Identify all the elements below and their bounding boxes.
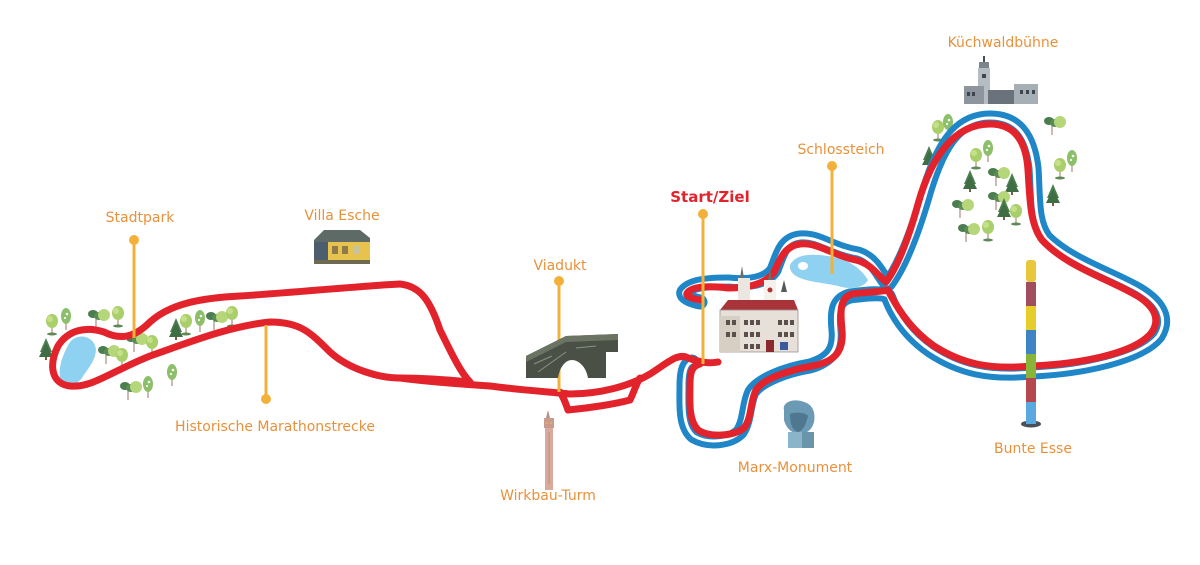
- pin-historische-marathonstrecke: [261, 325, 271, 404]
- label-viadukt: Viadukt: [533, 258, 587, 274]
- label-kuechwaldbuehne: Küchwaldbühne: [948, 35, 1059, 51]
- label-marx-monument: Marx-Monument: [738, 460, 853, 476]
- tower-icon: [544, 410, 554, 490]
- label-villa-esche: Villa Esche: [304, 208, 379, 224]
- label-bunte-esse: Bunte Esse: [994, 441, 1072, 457]
- label-historische-marathonstrecke: Historische Marathonstrecke: [175, 419, 375, 435]
- town-hall-icon: [719, 266, 799, 353]
- label-start-ziel: Start/Ziel: [670, 188, 749, 206]
- stadtpark-lake: [59, 336, 96, 385]
- pin-schlossteich: [827, 161, 837, 274]
- route-red: [49, 120, 1160, 439]
- villa-building-icon: [314, 230, 370, 264]
- colorful-chimney-icon: [1021, 260, 1041, 428]
- pin-start-ziel: [698, 209, 708, 364]
- schlossteich-lake: [789, 254, 868, 288]
- monument-head-icon: [783, 400, 815, 448]
- stage-building-icon: [964, 56, 1038, 104]
- label-stadtpark: Stadtpark: [106, 210, 176, 226]
- label-schlossteich: Schlossteich: [797, 142, 884, 158]
- pin-stadtpark: [129, 235, 139, 338]
- label-wirkbau-turm: Wirkbau-Turm: [500, 488, 596, 504]
- bridge-icon: [526, 334, 618, 378]
